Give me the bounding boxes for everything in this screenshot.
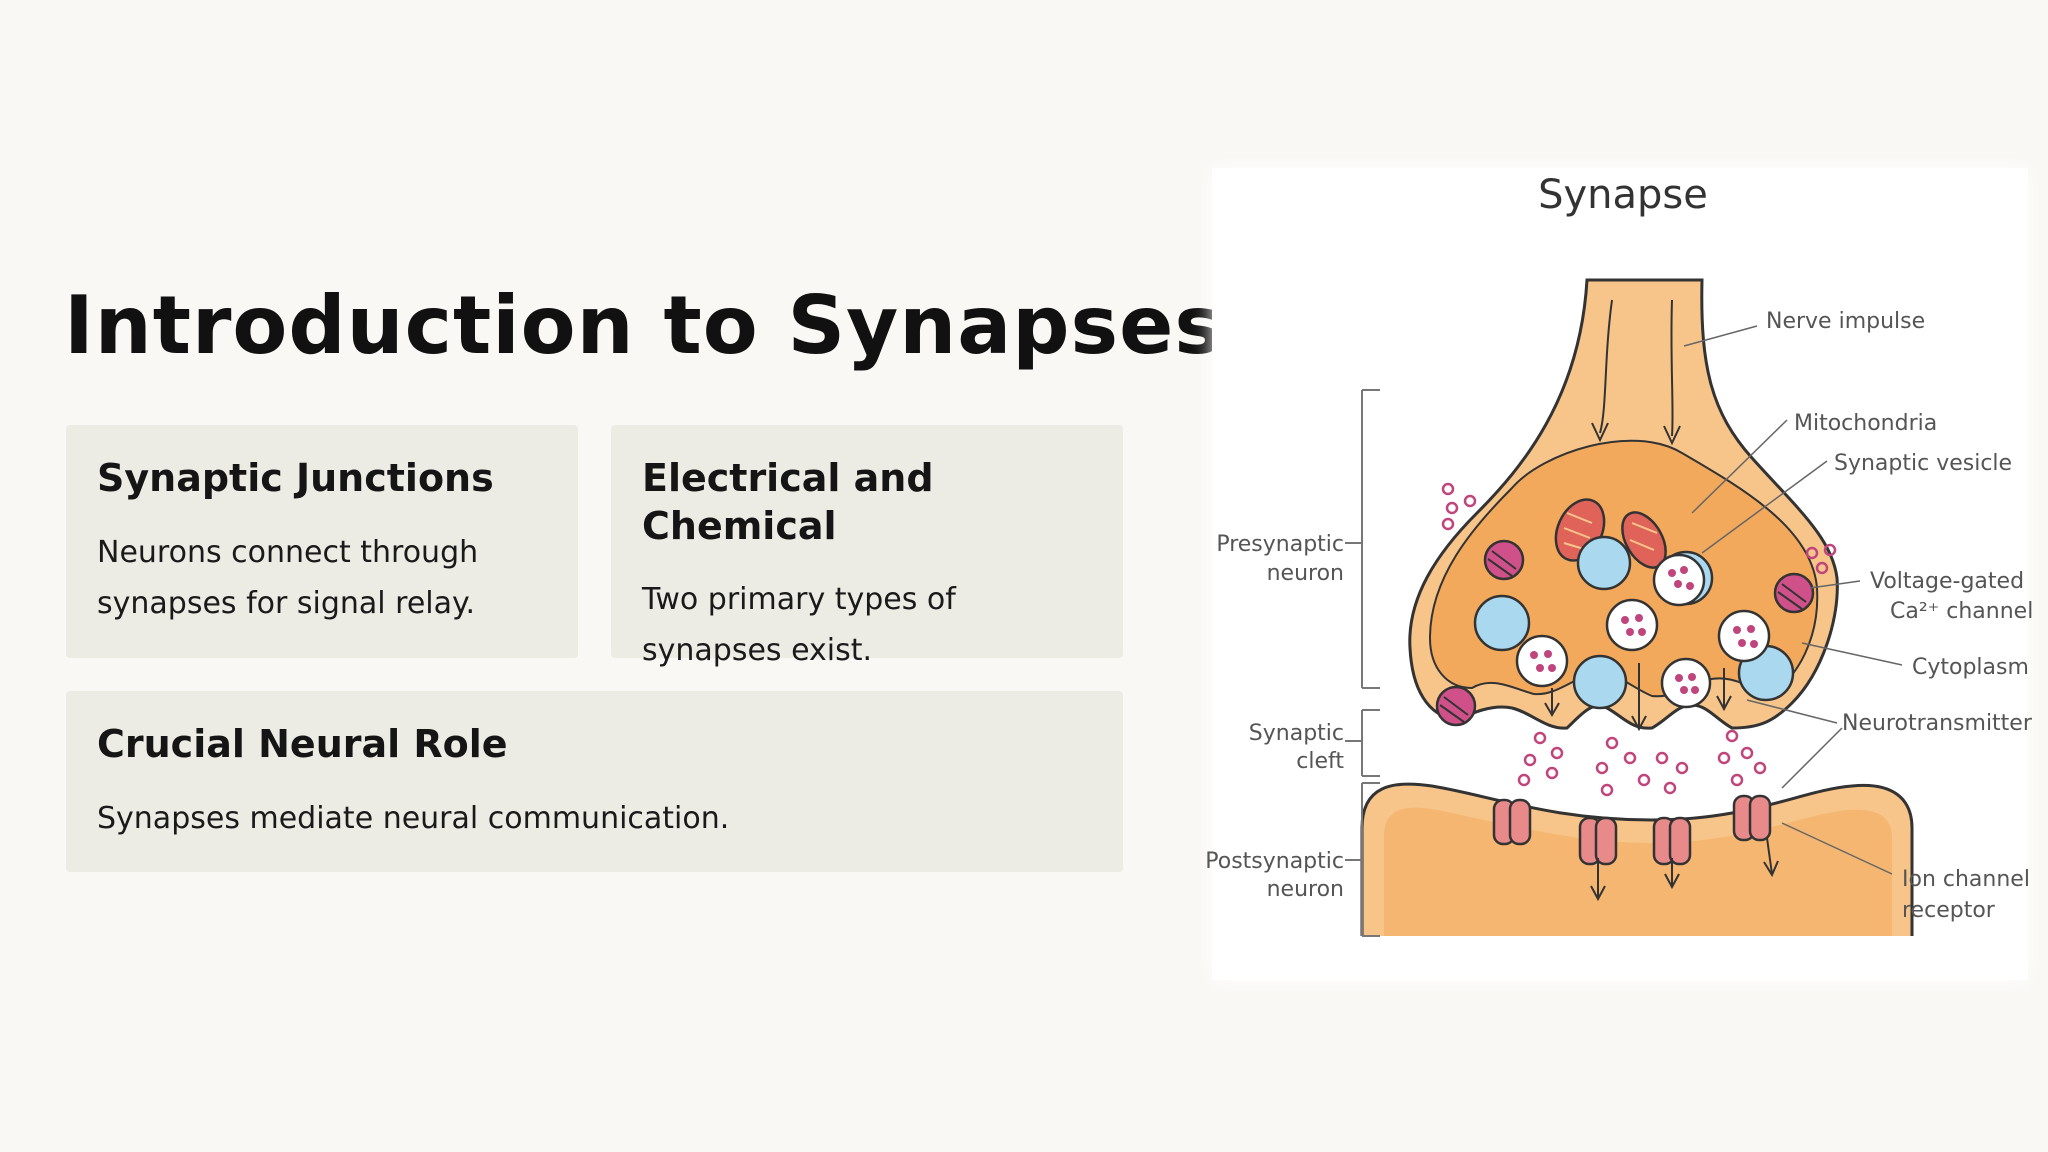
- card-heading: Crucial Neural Role: [97, 722, 508, 766]
- card-electrical-chemical: Electrical and Chemical Two primary type…: [611, 425, 1123, 668]
- card-heading: Electrical and Chemical: [642, 456, 934, 548]
- region-brackets: [1345, 389, 1380, 937]
- label-voltage-gated-1: Voltage-gated: [1870, 569, 2024, 594]
- label-postsynaptic-1: Postsynaptic: [1205, 849, 1344, 874]
- label-synaptic-vesicle: Synaptic vesicle: [1834, 451, 2012, 476]
- label-ion-channel-1: Ion channel: [1902, 867, 2030, 892]
- card-body: Synapses mediate neural communication.: [97, 800, 730, 836]
- synaptic-vesicles: [1473, 535, 1795, 710]
- synapse-diagram: Synapse: [1205, 168, 2033, 980]
- label-cytoplasm: Cytoplasm: [1912, 655, 2029, 680]
- card-heading: Synaptic Junctions: [97, 456, 494, 500]
- label-mitochondria: Mitochondria: [1794, 411, 1937, 436]
- card-body: Two primary types of synapses exist.: [642, 582, 956, 668]
- label-nerve-impulse: Nerve impulse: [1766, 309, 1925, 334]
- voltage-gated-channels: [1435, 539, 1815, 727]
- card-body: Neurons connect through synapses for sig…: [97, 534, 479, 621]
- card-synaptic-junctions: Synaptic Junctions Neurons connect throu…: [66, 425, 578, 658]
- slide-title: Introduction to Synapses: [64, 279, 1223, 372]
- synapse-illustration: Synapse: [1205, 172, 2033, 937]
- label-presynaptic-1: Presynaptic: [1216, 532, 1344, 557]
- card-crucial-neural-role: Crucial Neural Role Synapses mediate neu…: [66, 691, 1123, 872]
- label-synaptic-cleft-2: cleft: [1296, 749, 1344, 774]
- postsynaptic-neuron: [1360, 782, 1914, 936]
- label-voltage-gated-2: Ca²⁺ channel: [1890, 599, 2033, 624]
- label-ion-channel-2: receptor: [1902, 898, 1996, 923]
- calcium-ions: [1441, 482, 1837, 575]
- ion-channel-receptors: [1492, 794, 1779, 902]
- label-neurotransmitter: Neurotransmitter: [1842, 711, 2033, 736]
- neurotransmitter-molecules: [1517, 729, 1767, 797]
- leader-lines: [1683, 325, 1903, 875]
- label-presynaptic-2: neuron: [1267, 561, 1344, 586]
- release-arrows: [1544, 663, 1732, 732]
- label-synaptic-cleft-1: Synaptic: [1249, 721, 1344, 746]
- label-postsynaptic-2: neuron: [1267, 877, 1344, 902]
- diagram-title: Synapse: [1538, 172, 1708, 218]
